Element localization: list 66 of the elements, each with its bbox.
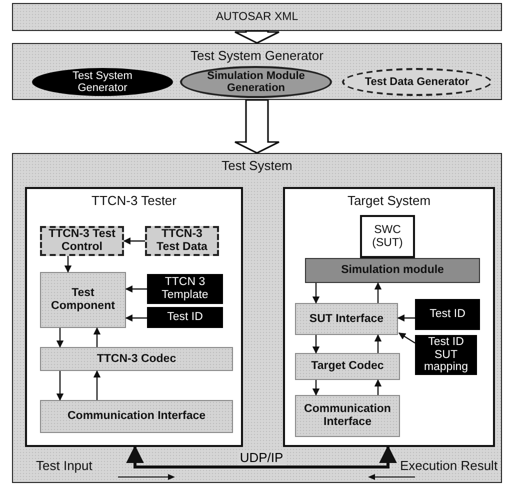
process-box <box>415 335 477 375</box>
box-label: Test ID <box>166 311 204 324</box>
process-box <box>295 303 398 335</box>
process-box <box>145 226 219 256</box>
box-label: Simulation module <box>340 264 445 277</box>
arrow <box>93 327 101 347</box>
group-panel <box>12 43 502 100</box>
box-label: Test Component <box>50 287 116 313</box>
box-label: AUTOSAR XML <box>214 10 300 24</box>
block-arrow <box>234 30 280 44</box>
box-label: Communication Interface <box>303 403 392 429</box>
process-box <box>295 353 400 380</box>
panel-title: TTCN-3 Tester <box>90 194 178 208</box>
arrow <box>374 334 382 353</box>
arrow <box>64 256 72 273</box>
process-box <box>40 272 126 328</box>
box-label: Communication Interface <box>66 410 207 423</box>
arrow <box>312 335 320 354</box>
box-label: Test System Generator <box>72 70 134 94</box>
box-label: Test ID <box>428 308 466 321</box>
panel-title: Test System <box>220 159 294 174</box>
arrow <box>312 380 320 396</box>
process-box <box>147 307 223 328</box>
process-box <box>415 299 480 330</box>
arrow <box>56 371 64 401</box>
box-label: Simulation Module Generation <box>206 70 306 94</box>
edge-label: UDP/IP <box>236 450 286 465</box>
process-box <box>360 215 415 258</box>
box-label: TTCN-3 Codec <box>96 352 178 366</box>
block-arrow <box>234 99 280 154</box>
process-box <box>40 400 233 433</box>
arrow <box>397 314 415 322</box>
process-ellipse <box>32 68 173 96</box>
arrow <box>398 332 416 344</box>
group-panel <box>12 153 502 483</box>
arrow <box>126 445 397 468</box>
process-box <box>295 395 400 437</box>
box-label: SUT Interface <box>308 312 385 326</box>
box-label: Test ID SUT mapping <box>422 336 470 374</box>
arrow <box>312 283 320 304</box>
process-box <box>40 347 233 371</box>
box-label: Target Codec <box>310 360 385 373</box>
group-panel <box>12 3 502 31</box>
arrow <box>125 314 147 322</box>
process-ellipse <box>180 66 332 98</box>
arrow <box>374 282 382 303</box>
arrow <box>125 285 147 293</box>
panel-title: Target System <box>346 194 432 208</box>
arrow <box>56 328 64 348</box>
arrow <box>93 370 101 400</box>
annotation-label: Test Input <box>36 458 92 473</box>
process-box <box>305 258 480 283</box>
arrow <box>374 379 382 395</box>
box-label: TTCN-3 Test Control <box>48 228 116 254</box>
box-label: TTCN-3 Test Data <box>156 228 208 254</box>
box-label: TTCN 3 Template <box>160 276 210 302</box>
box-label: SWC (SUT) <box>371 224 404 250</box>
group-panel <box>283 187 495 447</box>
process-ellipse <box>342 68 492 96</box>
process-box <box>147 274 223 304</box>
annotation-label: Execution Result <box>400 458 498 473</box>
box-label: Test Data Generator <box>364 76 470 88</box>
panel-title: Test System Generator <box>190 49 324 64</box>
arrow <box>123 237 145 245</box>
process-box <box>40 226 124 256</box>
group-panel <box>25 187 243 447</box>
